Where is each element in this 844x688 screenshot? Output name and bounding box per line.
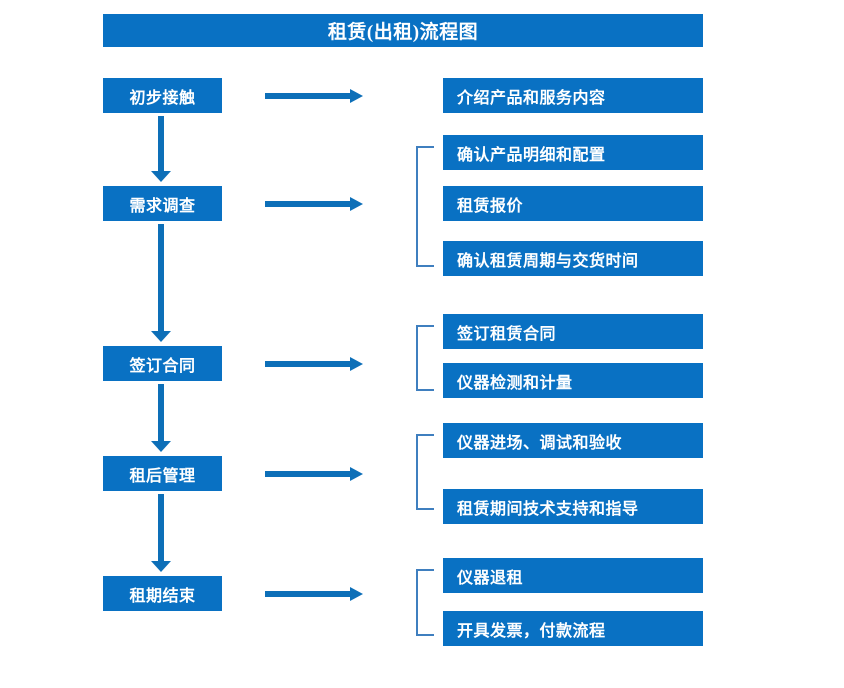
stage-box-3[interactable]: 签订合同 — [103, 346, 222, 381]
detail-box-5-1[interactable]: 仪器退租 — [443, 558, 703, 593]
detail-label-2-3: 确认租赁周期与交货时间 — [457, 252, 639, 270]
detail-label-3-1: 签订租赁合同 — [457, 325, 557, 343]
arrow-shaft — [158, 494, 164, 561]
arrow-head — [350, 587, 363, 601]
arrow-right-3 — [265, 355, 363, 373]
arrow-down-2 — [148, 224, 174, 343]
chart-title-text: 租赁(出租)流程图 — [327, 22, 479, 43]
stage-box-1[interactable]: 初步接触 — [103, 78, 222, 113]
detail-label-4-1: 仪器进场、调试和验收 — [457, 434, 623, 452]
arrow-down-1 — [148, 116, 174, 183]
group-bracket-4 — [416, 434, 434, 510]
arrow-head — [350, 89, 363, 103]
stage-label-5: 租期结束 — [129, 587, 196, 605]
arrow-head — [151, 561, 171, 572]
detail-box-2-2[interactable]: 租赁报价 — [443, 186, 703, 221]
detail-label-2-1: 确认产品明细和配置 — [457, 146, 606, 164]
arrow-head — [151, 331, 171, 342]
arrow-shaft — [158, 384, 164, 441]
detail-label-5-1: 仪器退租 — [457, 569, 524, 587]
arrow-down-3 — [148, 384, 174, 453]
stage-box-4[interactable]: 租后管理 — [103, 456, 222, 491]
stage-box-2[interactable]: 需求调查 — [103, 186, 222, 221]
arrow-shaft — [265, 361, 351, 367]
arrow-shaft — [265, 471, 351, 477]
arrow-down-4 — [148, 494, 174, 573]
arrow-shaft — [158, 224, 164, 331]
stage-label-3: 签订合同 — [129, 357, 196, 375]
stage-label-2: 需求调查 — [129, 197, 196, 215]
detail-box-1-1[interactable]: 介绍产品和服务内容 — [443, 78, 703, 113]
arrow-shaft — [265, 93, 351, 99]
arrow-head — [350, 357, 363, 371]
arrow-shaft — [265, 201, 351, 207]
stage-label-1: 初步接触 — [129, 89, 196, 107]
detail-box-4-2[interactable]: 租赁期间技术支持和指导 — [443, 489, 703, 524]
group-bracket-2 — [416, 146, 434, 267]
detail-label-1-1: 介绍产品和服务内容 — [457, 89, 606, 107]
detail-label-3-2: 仪器检测和计量 — [457, 374, 573, 392]
arrow-right-1 — [265, 87, 363, 105]
stage-box-5[interactable]: 租期结束 — [103, 576, 222, 611]
detail-box-3-2[interactable]: 仪器检测和计量 — [443, 363, 703, 398]
detail-box-4-1[interactable]: 仪器进场、调试和验收 — [443, 423, 703, 458]
arrow-head — [350, 197, 363, 211]
arrow-right-5 — [265, 585, 363, 603]
detail-box-5-2[interactable]: 开具发票，付款流程 — [443, 611, 703, 646]
arrow-head — [151, 171, 171, 182]
arrow-shaft — [158, 116, 164, 171]
detail-box-2-1[interactable]: 确认产品明细和配置 — [443, 135, 703, 170]
group-bracket-3 — [416, 325, 434, 391]
chart-title-bar: 租赁(出租)流程图 — [103, 14, 703, 47]
arrow-head — [151, 441, 171, 452]
arrow-right-4 — [265, 465, 363, 483]
arrow-right-2 — [265, 195, 363, 213]
group-bracket-5 — [416, 569, 434, 636]
detail-label-4-2: 租赁期间技术支持和指导 — [457, 500, 639, 518]
detail-box-2-3[interactable]: 确认租赁周期与交货时间 — [443, 241, 703, 276]
arrow-shaft — [265, 591, 351, 597]
stage-label-4: 租后管理 — [129, 467, 196, 485]
arrow-head — [350, 467, 363, 481]
detail-box-3-1[interactable]: 签订租赁合同 — [443, 314, 703, 349]
detail-label-5-2: 开具发票，付款流程 — [457, 622, 606, 640]
detail-label-2-2: 租赁报价 — [457, 197, 524, 215]
